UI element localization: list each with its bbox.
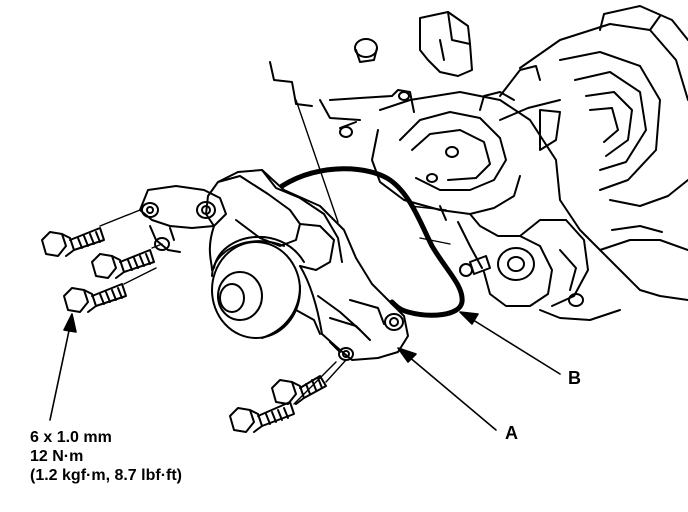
bolt-torque-alt: (1.2 kgf·m, 8.7 lbf·ft): [30, 467, 183, 484]
callout-arrow-spec: [49, 313, 77, 421]
callout-arrow-b: [459, 311, 561, 375]
bolt: [91, 249, 155, 279]
callout-label-a: A: [505, 423, 518, 443]
alignment-lines: [99, 99, 451, 405]
bolt-size: 6 x 1.0 mm: [30, 429, 112, 446]
callout-label-b: B: [568, 368, 581, 388]
callout-arrow-a: [397, 347, 497, 431]
water-pump: [139, 169, 409, 361]
bolt: [229, 401, 295, 433]
bolt-torque-nm: 12 N·m: [30, 448, 84, 465]
bolt: [63, 283, 127, 313]
o-ring: [279, 166, 465, 318]
bolt-spec: 6 x 1.0 mm 12 N·m (1.2 kgf·m, 8.7 lbf·ft…: [30, 428, 182, 485]
bolt: [41, 227, 105, 257]
engine-block: [269, 5, 688, 321]
